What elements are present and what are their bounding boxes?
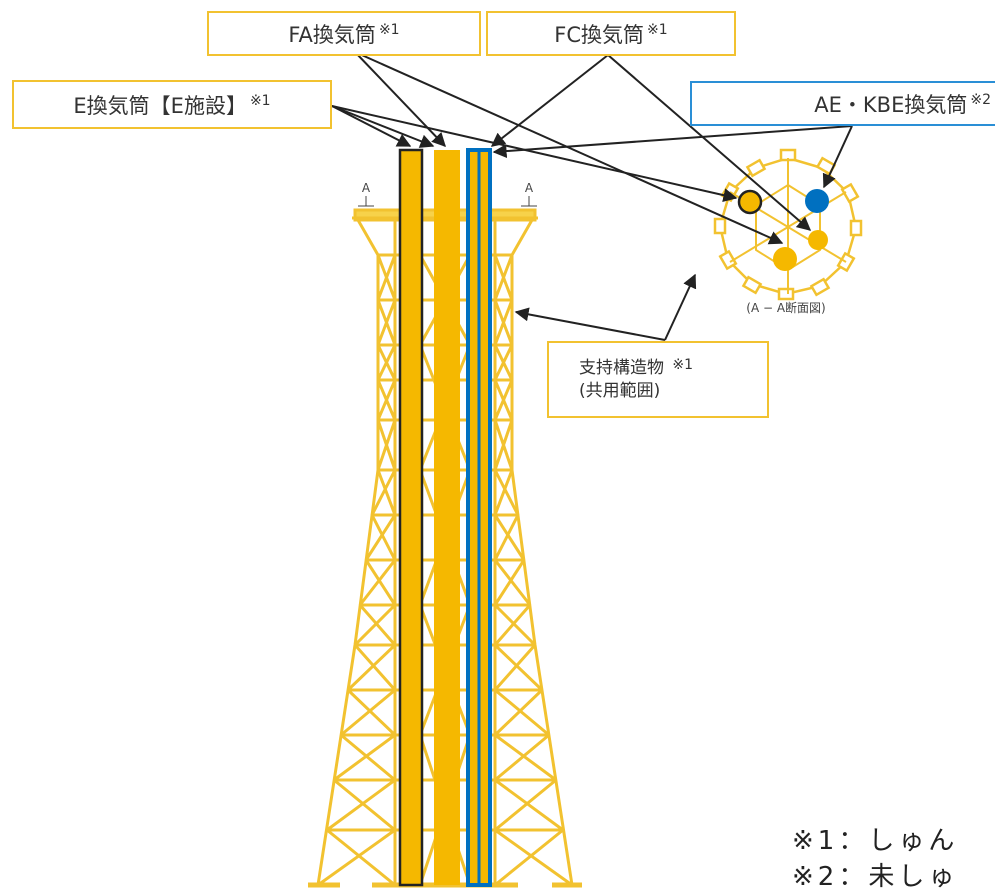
fa-stack-label-text: FA換気筒 — [288, 22, 376, 47]
support-structure-note-mark: ※1 — [672, 357, 694, 373]
fa-stack — [434, 150, 460, 885]
section-marker-left: A — [358, 181, 374, 207]
e-stack-section — [737, 189, 763, 215]
section-marker-right-label: A — [525, 181, 534, 195]
fc-stack-label: FC換気筒 ※1 — [486, 11, 736, 56]
support-structure-label: 支持構造物 ※1 (共用範囲) — [547, 341, 769, 418]
stacks — [398, 148, 492, 887]
section-marker-right: A — [521, 181, 537, 207]
fc-stack-note-mark: ※1 — [647, 21, 668, 38]
fa-stack-note-mark: ※1 — [378, 21, 400, 38]
e-stack-label-text: E換気筒【E施設】 — [73, 93, 247, 118]
support-structure-title-row: 支持構造物 ※1 — [579, 357, 693, 380]
footnote-1: ※1：しゅん — [792, 826, 959, 856]
fa-stack-label: FA換気筒 ※1 — [207, 11, 481, 56]
section-marker-left-label: A — [362, 181, 371, 195]
ae-kbe-stack-note-mark: ※2 — [970, 91, 991, 108]
support-structure-sub: (共用範囲) — [579, 381, 661, 401]
footnote-2: ※2：未しゅ — [792, 862, 959, 892]
e-stack-label: E換気筒【E施設】 ※1 — [12, 80, 332, 129]
cross-section-view: (A − A断面図) — [713, 148, 863, 315]
e-stack — [398, 148, 424, 887]
fc-stack-section — [808, 230, 828, 250]
e-stack-note-mark: ※1 — [249, 92, 271, 109]
fa-stack-section — [773, 247, 797, 271]
ae-kbe-stack-section — [805, 189, 829, 213]
cross-section-caption: (A − A断面図) — [746, 300, 825, 315]
ae-kbe-stack-label-text: AE・KBE換気筒 — [814, 92, 968, 117]
leader-arrows — [331, 51, 853, 341]
fc-stack-label-text: FC換気筒 — [554, 22, 645, 47]
support-structure-label-text: 支持構造物 — [579, 358, 664, 378]
ae-kbe-stack-label: AE・KBE換気筒 ※2 — [690, 81, 995, 126]
